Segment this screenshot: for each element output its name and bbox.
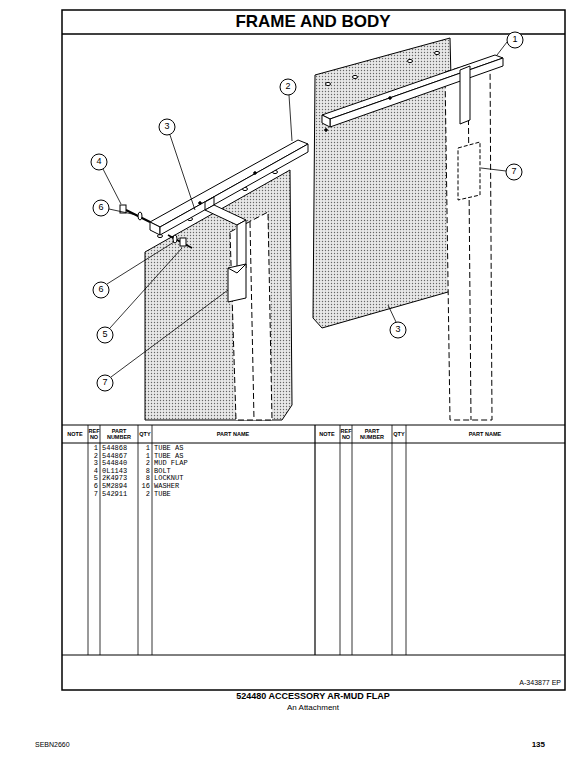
table-header: QTY <box>139 431 150 437</box>
quantity: 1 <box>146 453 150 461</box>
callout-number: 4 <box>96 157 101 167</box>
drawing-number: A-343877 EP <box>519 679 561 687</box>
table-header: PART NUMBER <box>357 428 387 440</box>
part-name: LOCKNUT <box>154 476 183 484</box>
callout-number: 7 <box>511 167 516 177</box>
part-number: 2K4973 <box>102 476 127 484</box>
quantity: 2 <box>146 460 150 468</box>
ref-number: 5 <box>94 476 98 484</box>
part-number: 544867 <box>102 453 127 461</box>
callout-number: 6 <box>98 203 103 213</box>
page-number: 135 <box>532 741 545 750</box>
ref-number: 4 <box>94 468 98 476</box>
document-code: SEBN2660 <box>35 741 70 749</box>
caption-subtitle: An Attachment <box>287 704 339 713</box>
callout-number: 6 <box>98 285 103 295</box>
callout-number: 3 <box>164 122 169 132</box>
quantity: 8 <box>146 476 150 484</box>
ref-number: 7 <box>94 491 98 499</box>
table-header: REF NO <box>340 428 352 440</box>
table-header: QTY <box>393 431 404 437</box>
quantity: 1 <box>146 445 150 453</box>
part-name: TUBE AS <box>154 445 183 453</box>
part-number: 542911 <box>102 491 127 499</box>
ref-number: 6 <box>94 483 98 491</box>
ref-number: 1 <box>94 445 98 453</box>
quantity: 8 <box>146 468 150 476</box>
ref-number: 2 <box>94 453 98 461</box>
ref-number: 3 <box>94 460 98 468</box>
part-name: WASHER <box>154 483 179 491</box>
quantity: 16 <box>142 483 150 491</box>
table-header: REF NO <box>88 428 100 440</box>
part-number: 544868 <box>102 445 127 453</box>
part-number: 0L1143 <box>102 468 127 476</box>
part-number: 544840 <box>102 460 127 468</box>
table-header: PART NUMBER <box>104 428 134 440</box>
part-name: BOLT <box>154 468 171 476</box>
callout-number: 2 <box>285 82 290 92</box>
page-title: FRAME AND BODY <box>235 13 390 32</box>
table-header: NOTE <box>67 431 82 437</box>
part-name: TUBE <box>154 491 171 499</box>
part-name: TUBE AS <box>154 453 183 461</box>
part-name: MUD FLAP <box>154 460 188 468</box>
callout-number: 7 <box>102 378 107 388</box>
part-number: 5M2894 <box>102 483 127 491</box>
callout-number: 5 <box>102 330 107 340</box>
table-header: PART NAME <box>217 431 249 437</box>
callout-number: 3 <box>395 325 400 335</box>
table-header: PART NAME <box>469 431 501 437</box>
quantity: 2 <box>146 491 150 499</box>
callout-number: 1 <box>512 35 517 45</box>
figure-caption: 524480 ACCESSORY AR-MUD FLAP <box>236 692 389 702</box>
table-header: NOTE <box>319 431 334 437</box>
